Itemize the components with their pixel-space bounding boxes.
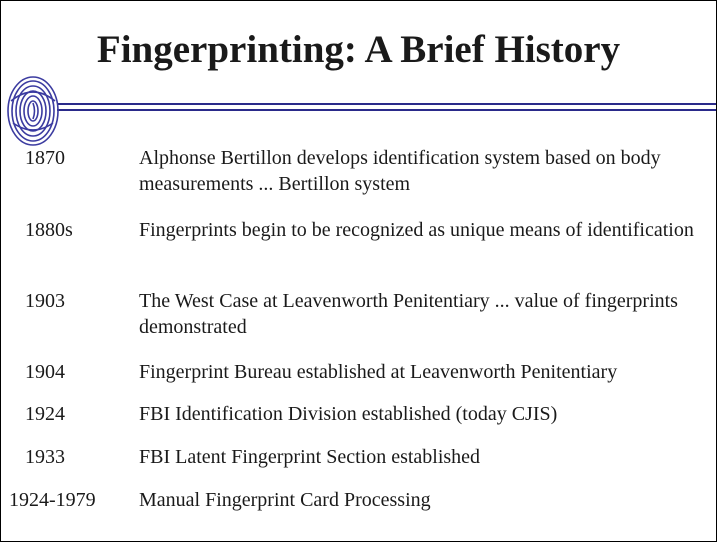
entry-description: Alphonse Bertillon develops identificati… <box>139 147 661 195</box>
entry-year: 1924-1979 <box>9 489 96 511</box>
entry-description: FBI Identification Division established … <box>139 403 558 425</box>
entry-year: 1924 <box>25 403 65 425</box>
entry-year: 1903 <box>25 290 65 312</box>
entry-year: 1933 <box>25 446 65 468</box>
entry-description: The West Case at Leavenworth Penitentiar… <box>139 290 678 338</box>
entry-year: 1880s <box>25 219 73 241</box>
entry-description: Fingerprints begin to be recognized as u… <box>139 219 694 241</box>
entry-description: Manual Fingerprint Card Processing <box>139 489 431 511</box>
slide-title: Fingerprinting: A Brief History <box>96 28 621 71</box>
entry-description: Fingerprint Bureau established at Leaven… <box>139 361 618 383</box>
fingerprint-icon <box>7 76 59 146</box>
entry-year: 1904 <box>25 361 65 383</box>
title-divider <box>57 103 716 111</box>
entry-year: 1870 <box>25 147 65 169</box>
entry-description: FBI Latent Fingerprint Section establish… <box>139 446 481 468</box>
